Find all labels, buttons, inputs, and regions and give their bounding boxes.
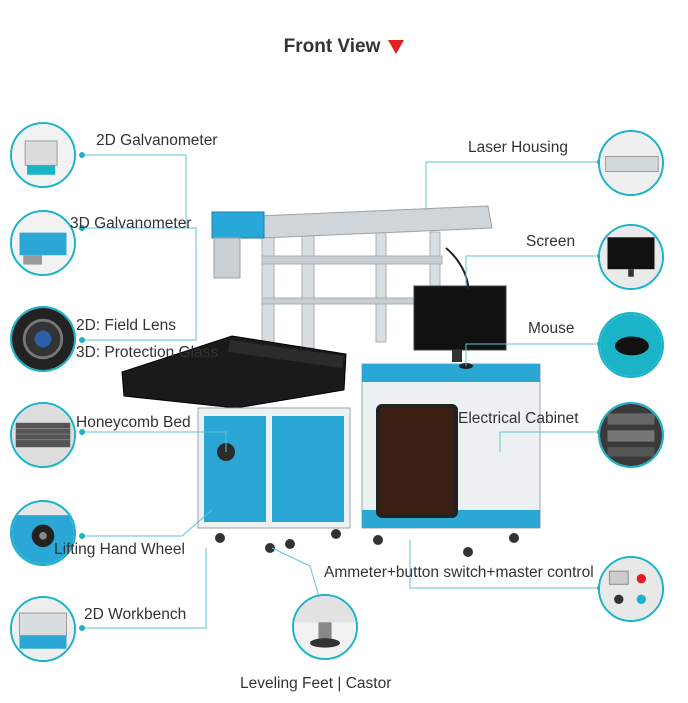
leveling-feet-thumbnail — [292, 594, 358, 660]
galvo-3d-thumbnail — [10, 210, 76, 276]
label-3d-galvanometer: 3D Galvanometer — [70, 215, 192, 232]
label-mouse: Mouse — [528, 320, 575, 337]
lens-icon — [12, 308, 74, 370]
label-2d-galvanometer: 2D Galvanometer — [96, 132, 218, 149]
mouse-icon — [600, 314, 662, 376]
label-honeycomb-bed: Honeycomb Bed — [76, 414, 191, 431]
control-panel-icon — [600, 558, 662, 620]
label-2d-workbench: 2D Workbench — [84, 606, 187, 623]
mouse-thumbnail — [598, 312, 664, 378]
label-laser-housing: Laser Housing — [468, 139, 568, 156]
label-electrical-cabinet: Electrical Cabinet — [458, 410, 579, 427]
label-leveling-feet: Leveling Feet | Castor — [240, 675, 392, 692]
label-protection-glass: 3D: Protection Glass — [76, 344, 219, 361]
hand-wheel-icon — [12, 502, 74, 564]
cabinet-thumbnail — [598, 402, 664, 468]
label-ammeter: Ammeter+button switch+master control — [324, 564, 594, 581]
label-field-lens: 2D: Field Lens — [76, 317, 176, 334]
page-title: Front View — [0, 36, 688, 58]
galvo-2d-thumbnail — [10, 122, 76, 188]
title-text: Front View — [283, 36, 381, 57]
laser-housing-thumbnail — [598, 130, 664, 196]
monitor-icon — [600, 226, 662, 288]
workbench-icon — [12, 598, 74, 660]
electrical-cabinet-icon — [600, 404, 662, 466]
galvanometer-icon — [12, 124, 74, 186]
hand-wheel-thumbnail — [10, 500, 76, 566]
castor-icon — [294, 596, 356, 658]
label-screen: Screen — [526, 233, 576, 250]
field-lens-thumbnail — [10, 306, 76, 372]
honeycomb-icon — [12, 404, 74, 466]
control-panel-thumbnail — [598, 556, 664, 622]
honeycomb-thumbnail — [10, 402, 76, 468]
down-arrow-icon — [388, 39, 405, 54]
laser-tube-icon — [600, 132, 662, 194]
galvanometer-3d-icon — [12, 212, 74, 274]
screen-thumbnail — [598, 224, 664, 290]
workbench-thumbnail — [10, 596, 76, 662]
label-lifting-hand-wheel: Lifting Hand Wheel — [54, 541, 185, 558]
